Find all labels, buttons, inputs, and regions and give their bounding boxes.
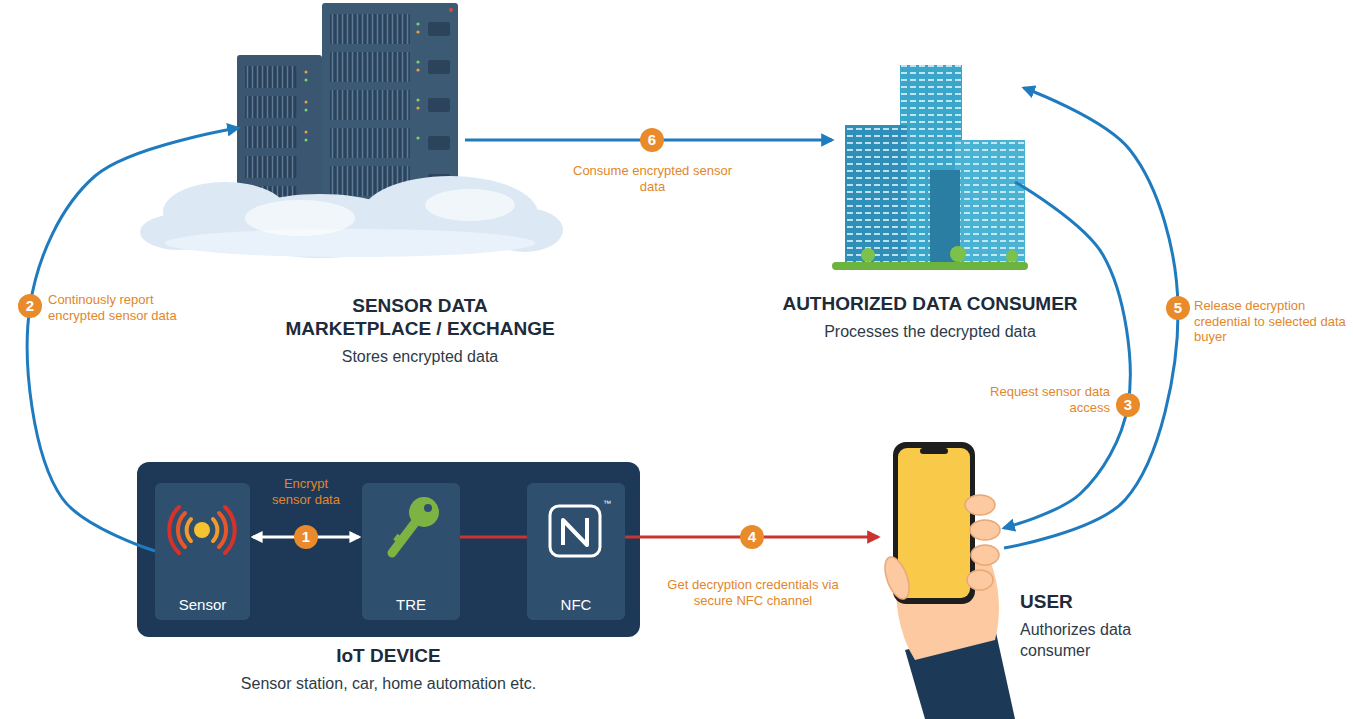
callout-number: 3 [1116, 393, 1140, 417]
edge-label: Encrypt sensor data [266, 476, 346, 507]
callout-number: 5 [1166, 296, 1190, 320]
edge-label: Release decryption credential to selecte… [1194, 298, 1346, 345]
edge-label: Consume encrypted sensor data [565, 163, 740, 194]
connector [460, 536, 527, 539]
sensor-box: Sensor [155, 483, 250, 620]
connector [1004, 182, 1130, 528]
office-buildings [832, 65, 1028, 270]
node-heading: USER [1020, 590, 1073, 614]
node-subtitle: Stores encrypted data [342, 347, 499, 368]
cloud [140, 176, 563, 258]
node-subtitle: Sensor station, car, home automation etc… [241, 674, 536, 695]
iot-device-node: IoT DEVICE Sensor station, car, home auto… [137, 462, 640, 712]
callout-number: 4 [740, 525, 764, 549]
hand-phone [880, 442, 1015, 719]
node-subtitle: Authorizes data consumer [1020, 620, 1170, 662]
node-heading: IoT DEVICE [336, 644, 441, 668]
edge-label: Get decryption credentials via secure NF… [648, 577, 858, 608]
iot-panel [137, 462, 640, 637]
tre-box: TRE [362, 483, 460, 620]
node-heading: AUTHORIZED DATA CONSUMER [782, 292, 1077, 316]
consumer-node: AUTHORIZED DATA CONSUMER Processes the de… [760, 60, 1100, 345]
node-subtitle: Processes the decrypted data [824, 322, 1036, 343]
node-heading: TRE [396, 596, 426, 613]
trademark-mark: ™ [603, 499, 611, 508]
connector [1004, 88, 1178, 548]
callout-number: 6 [640, 128, 664, 152]
callout-number: 1 [294, 525, 318, 549]
key-icon [392, 497, 439, 553]
edge-label: Request sensor data access [990, 384, 1110, 415]
nfc-icon [550, 506, 600, 556]
user-node: USER Authorizes data consumer [880, 440, 1180, 680]
connector [27, 128, 238, 551]
node-heading: Sensor [179, 596, 227, 613]
node-heading: SENSOR DATA MARKETPLACE / EXCHANGE [279, 294, 561, 342]
node-heading: NFC [561, 596, 592, 613]
edge-label: Continously report encrypted sensor data [48, 292, 213, 323]
marketplace-node: SENSOR DATA MARKETPLACE / EXCHANGE Stores… [240, 0, 600, 372]
callout-number: 2 [18, 294, 42, 318]
sensor-icon [169, 507, 235, 553]
